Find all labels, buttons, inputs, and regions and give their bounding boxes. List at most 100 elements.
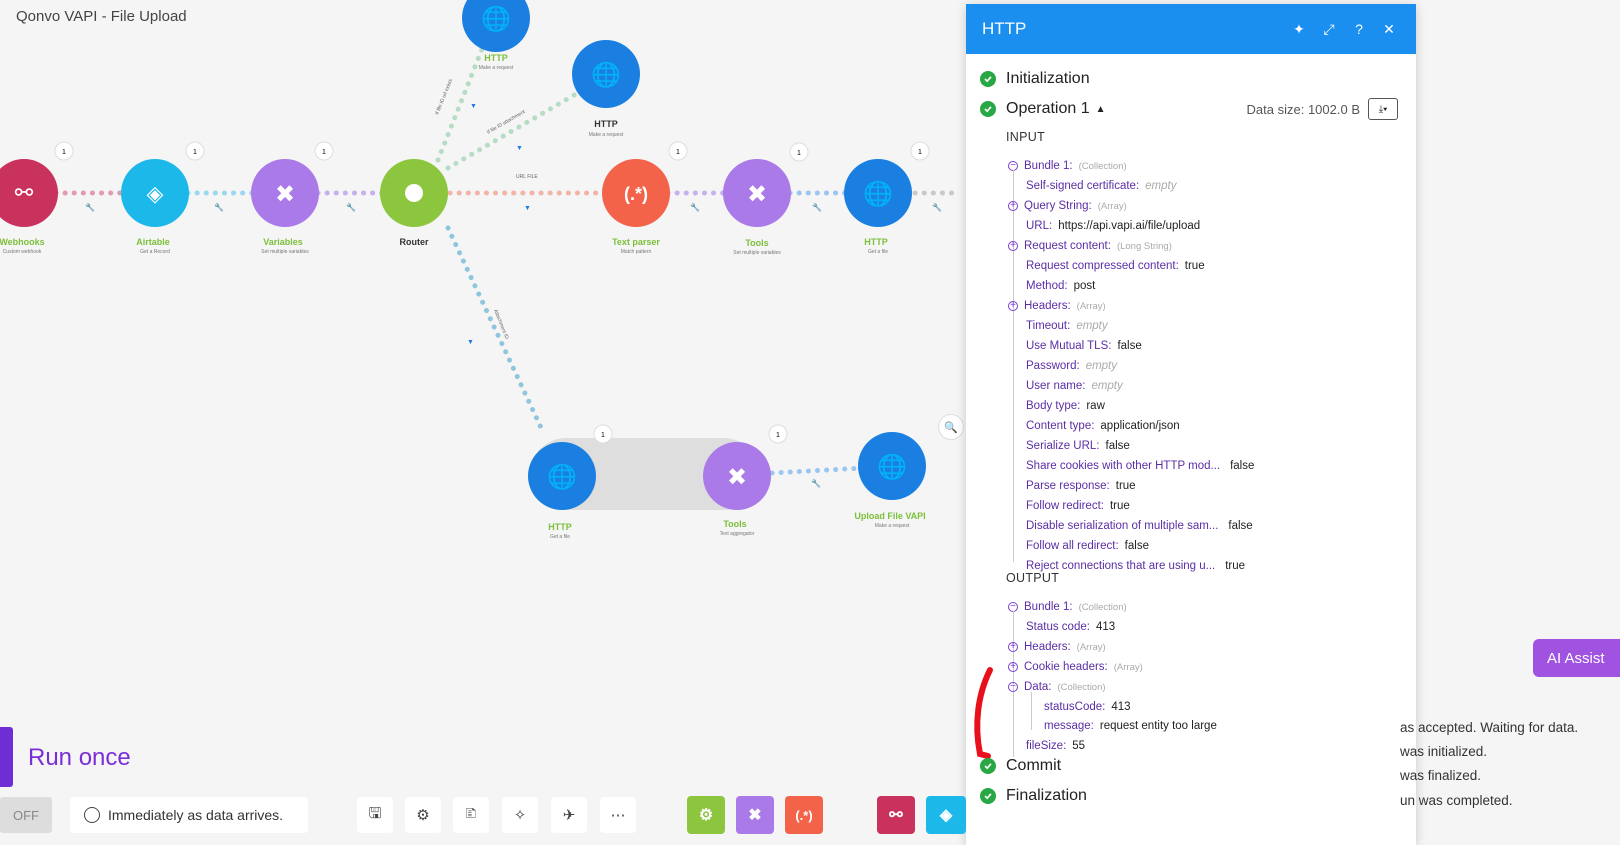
favorite-airtable[interactable]: ◈ [926, 796, 966, 834]
node-subtitle: Get a Record [140, 249, 170, 255]
section-label: Operation 1 [1006, 100, 1090, 117]
close-icon[interactable]: ✕ [1383, 20, 1395, 37]
node-subtitle: Custom webhook [3, 249, 42, 255]
expand-icon[interactable]: ⤢ [1323, 20, 1335, 37]
node-subtitle: Match pattern [621, 249, 652, 255]
svg-text:🔧: 🔧 [812, 202, 822, 212]
node-tools-1[interactable]: ✖ Tools Set multiple variables 1 [723, 142, 809, 256]
node-label: Webhooks [0, 237, 45, 247]
output-headers[interactable]: +Headers:(Array) [1008, 639, 1106, 655]
op-count: 1 [676, 149, 680, 156]
node-http-mid[interactable]: 🌐 HTTP Make a request [572, 40, 640, 138]
run-once-label[interactable]: Run once [28, 744, 131, 771]
node-http-get[interactable]: 🌐 HTTP Get a file 1 [844, 141, 930, 255]
link-label-attachment-id: Attachment ID [492, 309, 510, 341]
check-icon [980, 788, 996, 804]
svg-text:▼: ▼ [467, 339, 474, 346]
settings-button[interactable]: ⚙ [405, 797, 441, 833]
node-text-parser[interactable]: (.*) Text parser Match pattern 1 [602, 141, 688, 255]
link-label-url-exists: If file ID url exists [434, 78, 454, 116]
section-operation[interactable]: Operation 1 ▲ [980, 100, 1106, 118]
node-subtitle: Make a request [875, 523, 910, 529]
input-field-row[interactable]: +Query String:(Array) [1008, 198, 1127, 214]
favorite-webhooks[interactable]: ⚯ [877, 796, 915, 834]
section-initialization[interactable]: Initialization [980, 70, 1090, 88]
input-bundle[interactable]: −Bundle 1:(Collection) [1008, 158, 1127, 174]
node-airtable[interactable]: ◈ Airtable Get a Record 1 [121, 141, 205, 255]
scenario-title: Qonvo VAPI - File Upload [16, 8, 187, 25]
run-once-button[interactable] [0, 727, 13, 787]
download-button[interactable]: ⤓▾ [1368, 98, 1398, 120]
favorite-flow-control[interactable]: ⚙ [687, 796, 725, 834]
node-subtitle: Set multiple variables [733, 250, 781, 256]
text-parser-icon: (.*) [795, 807, 813, 823]
output-file-size: fileSize:55 [1026, 740, 1086, 752]
output-status-code: Status code:413 [1026, 621, 1116, 633]
input-field-row: Body type:raw [1026, 400, 1105, 412]
notes-button[interactable]: 🗈 [453, 797, 489, 833]
node-router[interactable]: Router [380, 159, 448, 247]
output-bundle[interactable]: −Bundle 1:(Collection) [1008, 599, 1127, 615]
input-field-row: Reject connections that are using u...tr… [1026, 560, 1246, 572]
node-upload-file-vapi[interactable]: 🌐 Upload File VAPI Make a request [854, 432, 926, 529]
download-icon: ⤓▾ [1378, 103, 1388, 115]
output-cookie-headers[interactable]: +Cookie headers:(Array) [1008, 659, 1143, 675]
link-router-http-mid [445, 91, 579, 171]
node-http-get-2[interactable]: 🌐 HTTP Get a file 1 [528, 424, 613, 540]
node-label: Text parser [612, 237, 660, 247]
input-field-row: User name:empty [1026, 380, 1123, 392]
save-button[interactable]: 🖫 [357, 797, 393, 833]
output-data[interactable]: −Data:(Collection) [1008, 679, 1106, 695]
expand-plus-icon[interactable]: + [1008, 201, 1018, 211]
section-finalization[interactable]: Finalization [980, 787, 1087, 805]
expand-plus-icon[interactable]: + [1008, 662, 1018, 672]
explain-flow-button[interactable]: ✈ [551, 797, 587, 833]
globe-icon: 🌐 [877, 453, 907, 481]
node-subtitle: Make a request [589, 132, 624, 138]
svg-text:🔧: 🔧 [346, 202, 356, 212]
node-label: Tools [723, 519, 746, 529]
input-field-row[interactable]: +Request content:(Long String) [1008, 238, 1172, 254]
auto-align-button[interactable]: ✧ [502, 797, 538, 833]
input-field-row: Serialize URL:false [1026, 440, 1130, 452]
svg-text:🔧: 🔧 [811, 478, 821, 488]
section-label: Commit [1006, 757, 1062, 774]
node-http-top[interactable]: 🌐 HTTP Make a request [462, 0, 530, 71]
expand-plus-icon[interactable]: + [1008, 642, 1018, 652]
gear-icon: ⚙ [698, 807, 714, 824]
input-field-row[interactable]: +Headers:(Array) [1008, 298, 1106, 314]
node-label: Router [400, 237, 429, 247]
section-commit[interactable]: Commit [980, 757, 1061, 775]
log-line: as accepted. Waiting for data. [1400, 720, 1579, 735]
filter-markers[interactable]: ▼▼▼▼ [467, 103, 531, 346]
search-icon[interactable]: 🔍 [938, 414, 964, 440]
tools-icon: ✖ [727, 464, 747, 491]
node-tools-2[interactable]: ✖ Tools Text aggregator 1 [703, 424, 788, 537]
expand-plus-icon[interactable]: + [1008, 301, 1018, 311]
panel-header: HTTP ✦ ⤢ ? ✕ [966, 4, 1416, 54]
svg-text:🔧: 🔧 [932, 202, 942, 212]
ai-sparkle-icon[interactable]: ✦ [1293, 20, 1305, 37]
node-subtitle: Make a request [479, 65, 514, 71]
help-icon[interactable]: ? [1355, 21, 1363, 37]
link-tools2-upload [769, 465, 867, 476]
input-field-row: Timeout:empty [1026, 320, 1108, 332]
more-button[interactable]: ⋯ [600, 797, 636, 833]
svg-text:🔧: 🔧 [214, 202, 224, 212]
node-label: Upload File VAPI [854, 511, 925, 521]
favorite-text-parser[interactable]: (.*) [785, 796, 823, 834]
gear-icon: ⚙ [416, 807, 430, 824]
ai-assist-button[interactable]: AI Assist [1533, 639, 1620, 677]
caret-up-icon[interactable]: ▲ [1095, 103, 1106, 115]
favorite-tools[interactable]: ✖ [736, 796, 774, 834]
node-variables[interactable]: ✖ Variables Set multiple variables 1 [251, 141, 334, 255]
schedule-setting[interactable]: Immediately as data arrives. [70, 797, 308, 833]
expand-plus-icon[interactable]: + [1008, 241, 1018, 251]
node-webhooks[interactable]: ⚯ Webhooks Custom webhook 1 [0, 141, 74, 255]
collapse-icon[interactable]: − [1008, 682, 1018, 692]
node-label: Tools [745, 238, 768, 248]
link-tools[interactable]: 🔧🔧🔧🔧🔧🔧🔧🔧 [85, 202, 942, 494]
scheduling-toggle[interactable]: OFF [0, 797, 52, 833]
op-count: 1 [601, 432, 605, 439]
